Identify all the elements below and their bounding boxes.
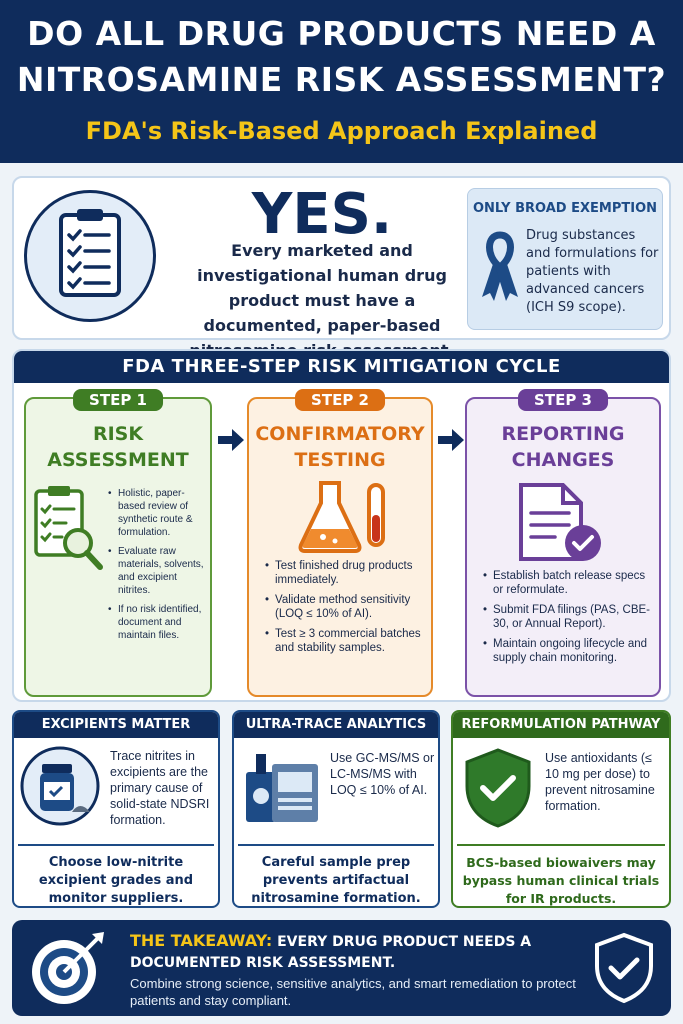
step-title-line1: CONFIRMATORY: [255, 423, 425, 445]
step-title-line2: CHANGES: [511, 449, 615, 471]
step-bullets: Holistic, paper-based review of syntheti…: [106, 487, 210, 648]
step-bullets: Test finished drug products immediately.…: [263, 559, 427, 661]
step-card-confirmatory-testing: STEP 2 CONFIRMATORY TESTING Test finishe…: [247, 389, 433, 697]
takeaway-label: THE TAKEAWAY:: [130, 931, 273, 950]
step-title-line1: RISK: [92, 423, 144, 445]
ribbon-icon: [478, 227, 522, 303]
reformulation-panel: REFORMULATION PATHWAY Use antioxidants (…: [451, 710, 671, 908]
step-card-reporting-changes: STEP 3 REPORTING CHANGES Establish batch…: [465, 389, 661, 697]
mass-spectrometer-icon: [242, 750, 322, 831]
takeaway-body: Combine strong science, sensitive analyt…: [130, 976, 576, 1008]
bullet-item: If no risk identified, document and main…: [106, 603, 210, 642]
panel-text: Use GC-MS/MS or LC-MS/MS with LOQ ≤ 10% …: [330, 751, 435, 797]
bullet-item: Test ≥ 3 commercial batches and stabilit…: [263, 627, 427, 655]
step-title-line2: TESTING: [294, 449, 386, 471]
clipboard-magnifier-icon: [32, 483, 104, 588]
page-title-line1: DO ALL DRUG PRODUCTS NEED A: [27, 14, 656, 53]
header-banner: DO ALL DRUG PRODUCTS NEED A NITROSAMINE …: [0, 0, 683, 163]
clipboard-checklist-icon: [24, 190, 156, 322]
panel-title: REFORMULATION PATHWAY: [453, 712, 669, 738]
arrow-right-icon: [218, 429, 244, 451]
bullet-item: Submit FDA filings (PAS, CBE-30, or Annu…: [481, 603, 657, 631]
panel-takeaway: Choose low-nitrite excipient grades and …: [18, 844, 214, 906]
bullet-item: Establish batch release specs or reformu…: [481, 569, 657, 597]
answer-text: Every marketed and investigational human…: [189, 241, 454, 360]
answer-panel: YES. Every marketed and investigational …: [12, 176, 671, 360]
step-title: RISK ASSESSMENT: [26, 421, 210, 473]
flask-testtube-icon: [293, 479, 393, 560]
bullet-item: Evaluate raw materials, solvents, and ex…: [106, 545, 210, 597]
panel-takeaway: Careful sample prep prevents artifactual…: [238, 844, 434, 906]
bullet-item: Test finished drug products immediately.: [263, 559, 427, 587]
arrow-right-icon: [438, 429, 464, 451]
page-title-line2: NITROSAMINE RISK ASSESSMENT?: [16, 60, 667, 99]
panel-text: Use antioxidants (≤ 10 mg per dose) to p…: [545, 751, 655, 813]
risk-cycle-panel: FDA THREE-STEP RISK MITIGATION CYCLE STE…: [12, 349, 671, 702]
step-label: STEP 3: [518, 389, 608, 411]
step-title: CONFIRMATORY TESTING: [249, 421, 431, 473]
takeaway-headline-text: EVERY DRUG PRODUCT NEEDS A DOCUMENTED RI…: [130, 934, 532, 971]
bullet-item: Maintain ongoing lifecycle and supply ch…: [481, 637, 657, 665]
exemption-title: ONLY BROAD EXEMPTION: [472, 201, 657, 216]
pill-bottle-icon: [20, 746, 100, 831]
step-label: STEP 2: [295, 389, 385, 411]
step-card-risk-assessment: STEP 1 RISK ASSESSMENT Holistic, paper-b…: [24, 389, 212, 697]
step-title: REPORTING CHANGES: [467, 421, 659, 473]
takeaway-banner: THE TAKEAWAY: EVERY DRUG PRODUCT NEEDS A…: [12, 920, 671, 1016]
cycle-title: FDA THREE-STEP RISK MITIGATION CYCLE: [14, 351, 669, 383]
answer-yes: YES.: [251, 182, 393, 247]
panel-text: Trace nitrites in excipients are the pri…: [110, 749, 210, 827]
excipients-panel: EXCIPIENTS MATTER Trace nitrites in exci…: [12, 710, 220, 908]
step-bullets: Establish batch release specs or reformu…: [481, 569, 657, 671]
bullet-item: Holistic, paper-based review of syntheti…: [106, 487, 210, 539]
panel-takeaway: BCS-based biowaivers may bypass human cl…: [457, 844, 665, 906]
page-subtitle: FDA's Risk-Based Approach Explained: [85, 117, 598, 145]
step-title-line2: ASSESSMENT: [47, 449, 189, 471]
panel-title: ULTRA-TRACE ANALYTICS: [234, 712, 438, 738]
document-check-icon: [513, 481, 609, 570]
shield-check-icon: [463, 746, 533, 835]
target-arrow-icon: [28, 928, 108, 1008]
shield-check-icon: [594, 932, 654, 1004]
takeaway-headline: THE TAKEAWAY: EVERY DRUG PRODUCT NEEDS A…: [130, 930, 600, 974]
step-title-line1: REPORTING: [501, 423, 625, 445]
exemption-box: ONLY BROAD EXEMPTION Drug substances and…: [467, 188, 663, 330]
step-label: STEP 1: [73, 389, 163, 411]
panel-title: EXCIPIENTS MATTER: [14, 712, 218, 738]
analytics-panel: ULTRA-TRACE ANALYTICS Use GC-MS/MS or LC…: [232, 710, 440, 908]
bullet-item: Validate method sensitivity (LOQ ≤ 10% o…: [263, 593, 427, 621]
exemption-text: Drug substances and formulations for pat…: [526, 228, 659, 315]
